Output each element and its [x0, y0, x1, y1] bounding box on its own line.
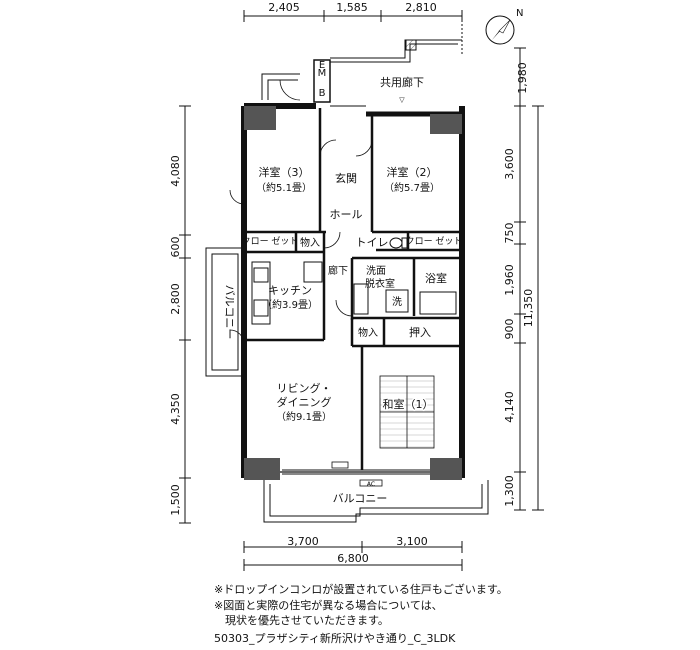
- label-monoire-top: 物入: [300, 236, 320, 249]
- label-closet-right: クロー ゼット: [406, 235, 463, 247]
- label-washitsu: 和室（1）: [383, 397, 434, 411]
- right-dim-5: 900: [503, 319, 516, 340]
- bottom-dim-2: 3,100: [396, 535, 428, 548]
- compass-icon: [485, 15, 515, 45]
- mb-label-e: E: [319, 60, 325, 71]
- label-monoire-mid: 物入: [358, 326, 378, 339]
- fridge: [303, 261, 323, 283]
- mb-label-b: B: [319, 88, 326, 99]
- ac-unit-outdoor: [359, 479, 383, 487]
- mb-closet: [313, 59, 331, 103]
- top-dim-1: 2,405: [268, 1, 300, 14]
- compass-label: N: [516, 8, 523, 19]
- label-yokushitsu: 浴室: [425, 271, 447, 285]
- left-dim-1: 4,080: [169, 155, 182, 187]
- bottom-balcony: [263, 480, 489, 523]
- label-kitchen: キッチン: [268, 284, 312, 297]
- label-youshitsu2-size: （約5.7畳）: [384, 181, 440, 194]
- corridor-arrow: ▽: [399, 96, 405, 104]
- interior-walls: [246, 108, 460, 470]
- ac-unit-indoor: [331, 461, 349, 469]
- label-senmen: 洗面: [366, 265, 386, 277]
- bottom-dim-total: 6,800: [337, 552, 369, 565]
- right-dim-7: 1,300: [503, 475, 516, 507]
- label-kyoyo-roka: 共用廊下: [380, 75, 424, 89]
- label-balcony-left: バルコニー: [223, 285, 236, 340]
- toilet-fixture: [389, 237, 408, 249]
- label-kitchen-size: （約3.9畳）: [262, 298, 318, 311]
- label-datsui: 脱衣室: [365, 277, 395, 290]
- label-living-2: ダイニング: [277, 395, 332, 409]
- label-balcony-bottom: バルコニー: [333, 492, 388, 505]
- bottom-dimension-lines: [243, 541, 463, 571]
- left-balcony: [205, 247, 243, 377]
- label-living-size: （約9.1畳）: [276, 410, 332, 423]
- left-dim-2: 600: [169, 237, 182, 258]
- label-oshiire: 押入: [409, 325, 431, 339]
- tatami-lines: [380, 376, 434, 448]
- label-genkan: 玄関: [335, 171, 357, 185]
- ac-label: AC: [367, 481, 375, 488]
- kitchen-counter: [251, 261, 271, 325]
- label-youshitsu2: 洋室（2）: [387, 165, 438, 179]
- note-line-2: ※図面と実際の住宅が異なる場合については、: [214, 599, 443, 612]
- left-dimension-line: [179, 105, 191, 524]
- right-dim-3: 750: [503, 223, 516, 244]
- bottom-windows: [282, 469, 430, 475]
- left-dim-4: 4,350: [169, 393, 182, 425]
- label-toilet: トイレ: [356, 236, 389, 249]
- mb-label-1: M: [318, 68, 327, 79]
- label-living-1: リビング・: [277, 381, 332, 395]
- right-dim-2: 3,600: [503, 148, 516, 180]
- top-dimension-line: [243, 10, 463, 56]
- right-dim-total: 11,350: [522, 289, 535, 328]
- label-hall: ホール: [330, 208, 363, 221]
- right-dim-6: 4,140: [503, 391, 516, 423]
- right-dim-1: 1,980: [516, 62, 529, 94]
- bottom-dim-1: 3,700: [287, 535, 319, 548]
- door-swings: [229, 79, 373, 345]
- label-youshitsu3: 洋室（3）: [259, 165, 310, 179]
- washer-pan: [385, 289, 409, 313]
- right-dimension-lines: [514, 47, 544, 511]
- pillars: [244, 106, 462, 480]
- bathtub: [419, 291, 457, 315]
- right-dim-4: 1,960: [503, 264, 516, 296]
- label-roka: 廊下: [328, 264, 348, 277]
- label-sen: 洗: [392, 296, 402, 308]
- footer-caption: 50303_プラザシティ新所沢けやき通り_C_3LDK: [214, 632, 456, 645]
- corridor-rails: [261, 39, 462, 100]
- note-line-1: ※ドロップインコンロが設置されている住戸もございます。: [214, 583, 508, 596]
- label-closet-left: クロー ゼット: [242, 235, 299, 247]
- note-line-3: 現状を優先させていただきます。: [214, 614, 389, 627]
- top-dim-3: 2,810: [405, 1, 437, 14]
- entry-hatch: [405, 39, 417, 51]
- left-dim-5: 1,500: [169, 484, 182, 516]
- left-dim-3: 2,800: [169, 283, 182, 315]
- washbasin: [353, 283, 369, 315]
- label-youshitsu3-size: （約5.1畳）: [256, 181, 312, 194]
- top-dim-2: 1,585: [336, 1, 368, 14]
